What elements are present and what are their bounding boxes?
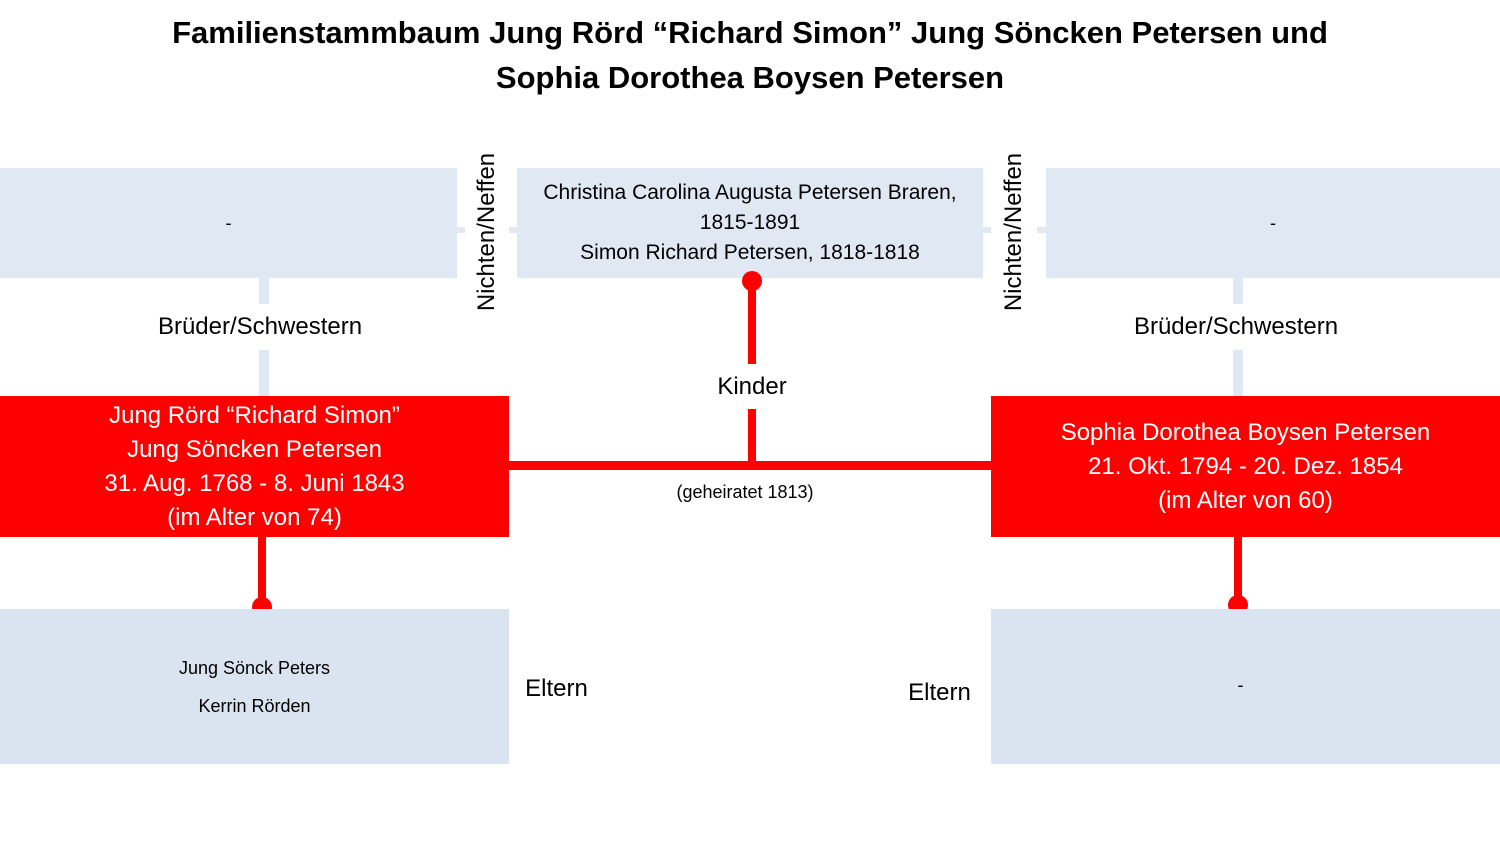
marriage-line — [509, 461, 991, 470]
right-siblings-box: - — [1046, 168, 1500, 278]
parents-left-name-2: Kerrin Rörden — [198, 695, 311, 716]
title-line-2: Sophia Dorothea Boysen Petersen — [495, 60, 1005, 95]
person-right-line-2: 21. Okt. 1794 - 20. Dez. 1854 — [1088, 452, 1403, 480]
right-siblings-value: - — [1270, 213, 1276, 233]
parents-left-box: Jung Sönck Peters Kerrin Rörden — [0, 609, 509, 764]
left-sibling-connector-upper — [259, 278, 269, 304]
person-right-box: Sophia Dorothea Boysen Petersen 21. Okt.… — [991, 396, 1500, 537]
parents-right-connector — [1234, 537, 1242, 599]
left-sibling-connector-lower — [259, 350, 269, 396]
children-connector-upper — [748, 281, 756, 364]
person-left-line-1: Jung Rörd “Richard Simon” — [109, 401, 400, 429]
right-niece-connector-b — [1037, 227, 1046, 233]
title-line-1: Familienstammbaum Jung Rörd “Richard Sim… — [172, 15, 1328, 50]
children-box: Christina Carolina Augusta Petersen Brar… — [517, 168, 983, 278]
parents-right-value: - — [1237, 674, 1244, 695]
parents-label-right: Eltern — [908, 679, 971, 706]
siblings-label-left: Brüder/Schwestern — [157, 313, 363, 340]
parents-right-box: - — [991, 609, 1500, 764]
person-left-line-2: Jung Söncken Petersen — [127, 435, 382, 463]
left-niece-connector-a — [457, 227, 465, 233]
nieces-nephews-label-right: Nichten/Neffen — [1000, 152, 1027, 312]
children-line-2: 1815-1891 — [699, 211, 801, 234]
person-right-line-3: (im Alter von 60) — [1158, 486, 1333, 514]
person-left-box: Jung Rörd “Richard Simon” Jung Söncken P… — [0, 396, 509, 537]
parents-left-connector — [258, 537, 266, 599]
person-right-line-1: Sophia Dorothea Boysen Petersen — [1060, 418, 1431, 446]
right-sibling-connector-lower — [1233, 350, 1243, 396]
right-sibling-connector-upper — [1233, 278, 1243, 304]
left-siblings-value: - — [225, 213, 232, 233]
right-niece-connector-a — [983, 227, 991, 233]
children-line-1: Christina Carolina Augusta Petersen Brar… — [543, 181, 957, 204]
children-connector-lower — [748, 409, 756, 464]
person-left-line-4: (im Alter von 74) — [167, 503, 342, 531]
children-label: Kinder — [717, 373, 787, 400]
page-title: Familienstammbaum Jung Rörd “Richard Sim… — [100, 10, 1400, 100]
person-left-line-3: 31. Aug. 1768 - 8. Juni 1843 — [104, 469, 405, 497]
left-siblings-box: - — [0, 168, 457, 278]
parents-label-left: Eltern — [525, 675, 588, 702]
left-niece-connector-b — [509, 227, 517, 233]
married-label: (geheiratet 1813) — [676, 482, 814, 502]
children-line-3: Simon Richard Petersen, 1818-1818 — [580, 241, 920, 264]
siblings-label-right: Brüder/Schwestern — [1133, 313, 1339, 340]
nieces-nephews-label-left: Nichten/Neffen — [473, 152, 500, 312]
parents-left-name-1: Jung Sönck Peters — [178, 657, 331, 678]
